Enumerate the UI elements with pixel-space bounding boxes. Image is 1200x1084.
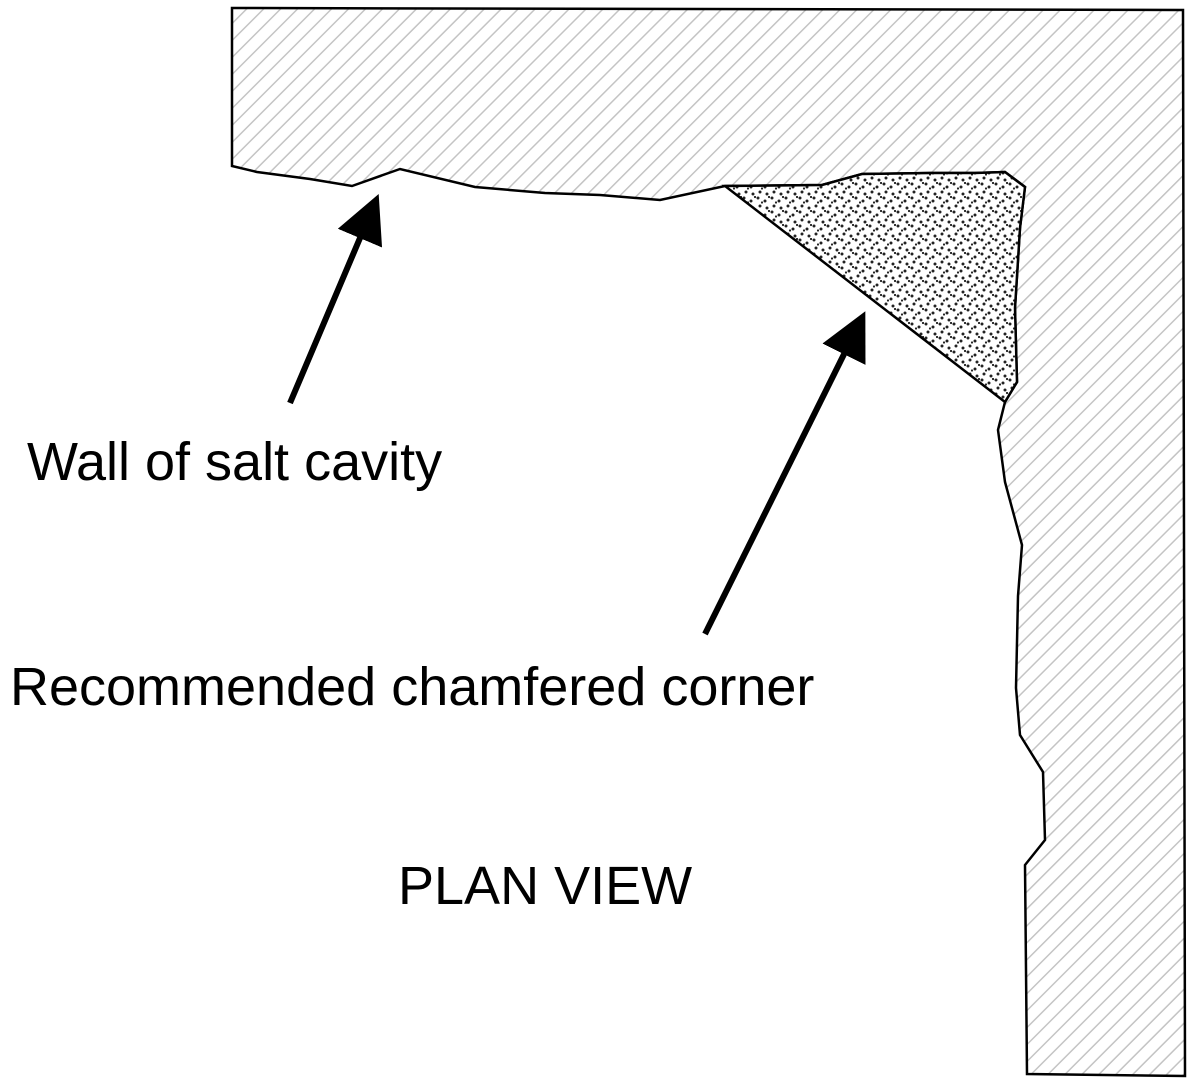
arrow-to-chamfer: [702, 311, 866, 636]
arrow-to-wall: [287, 193, 383, 405]
view-title: PLAN VIEW: [398, 856, 692, 916]
salt-wall-hatched-region: [230, 6, 1187, 1078]
chamfer-label: Recommended chamfered corner: [10, 657, 814, 717]
wall-label: Wall of salt cavity: [27, 432, 442, 492]
chamfer-stippled-region: [721, 170, 1027, 404]
